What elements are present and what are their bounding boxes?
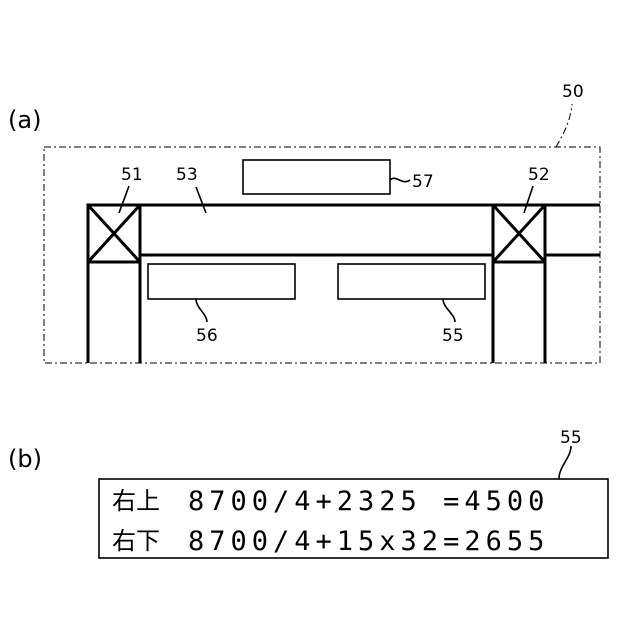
row2-value: 8700/4+15x32=2655	[188, 526, 549, 557]
leader-57	[390, 178, 410, 181]
leader-52	[524, 186, 533, 213]
label-52: 52	[528, 165, 550, 185]
panel-a-label: (a)	[8, 106, 41, 134]
box-55	[338, 264, 485, 299]
leader-56	[196, 299, 207, 322]
label-56: 56	[196, 326, 218, 346]
frame-50-leader	[556, 104, 572, 147]
leader-53	[196, 187, 206, 213]
leader-51	[119, 186, 129, 213]
label-57: 57	[412, 172, 434, 192]
panel-b-label: (b)	[8, 445, 42, 473]
label-51: 51	[121, 165, 143, 185]
row2-label: 右下	[112, 527, 160, 555]
label-55-b: 55	[560, 428, 582, 448]
box-56	[148, 264, 295, 299]
label-55-a: 55	[442, 326, 464, 346]
label-53: 53	[176, 165, 198, 185]
row1-label: 右上	[112, 487, 160, 515]
label-50: 50	[562, 82, 584, 102]
leader-55-b	[559, 446, 571, 479]
row1-value: 8700/4+2325 =4500	[188, 486, 549, 517]
leader-55-a	[443, 299, 455, 322]
box-57	[243, 160, 390, 194]
